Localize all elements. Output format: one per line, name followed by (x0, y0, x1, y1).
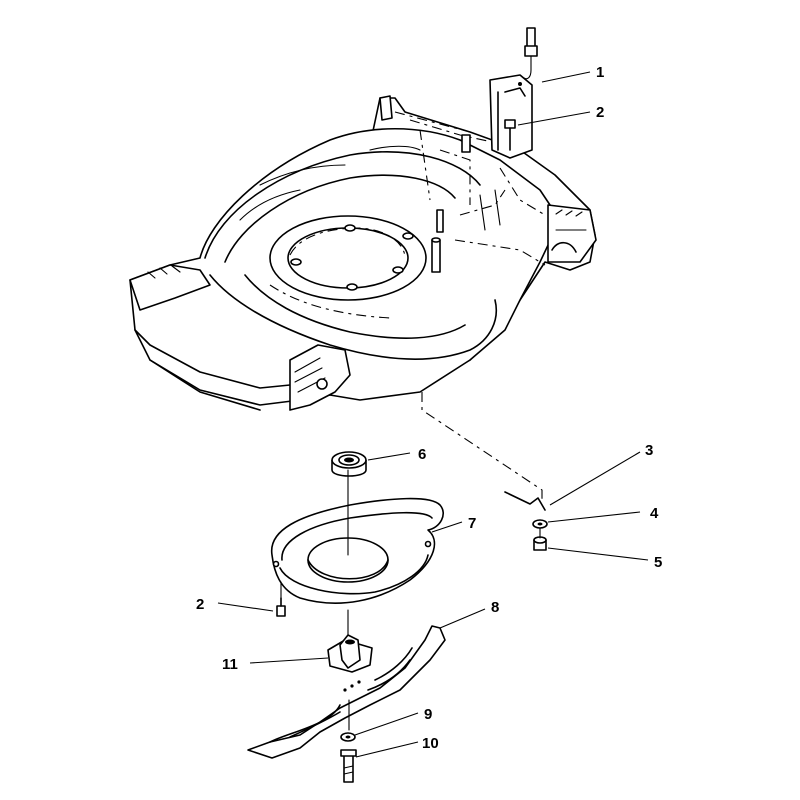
callout-4: 4 (650, 505, 659, 522)
callout-leaders (217, 71, 649, 758)
callout-3: 3 (645, 442, 653, 459)
callout-8: 8 (491, 599, 499, 616)
callout-1: 1 (596, 64, 604, 81)
part-6-bearing (331, 451, 367, 477)
part-4-washer (532, 519, 548, 529)
callout-9: 9 (424, 706, 432, 723)
part-2-bolt-lower (276, 597, 286, 617)
part-9-washer (340, 732, 356, 742)
callout-2-lower: 2 (196, 596, 204, 613)
part-2-bolt-upper (504, 119, 516, 151)
callout-10: 10 (422, 735, 439, 752)
callout-5: 5 (654, 554, 662, 571)
part-3-rod (504, 491, 546, 511)
part-1-control-bracket (489, 27, 538, 159)
callout-11: 11 (222, 656, 238, 673)
part-7-baffle (270, 497, 444, 604)
callout-7: 7 (468, 515, 476, 532)
part-5-nut (533, 536, 547, 551)
part-10-bolt (340, 749, 357, 783)
assembly-centerlines (280, 392, 543, 731)
mower-deck (129, 95, 597, 411)
part-11-blade-adapter (327, 634, 373, 673)
callout-2-upper: 2 (596, 104, 604, 121)
callout-6: 6 (418, 446, 426, 463)
